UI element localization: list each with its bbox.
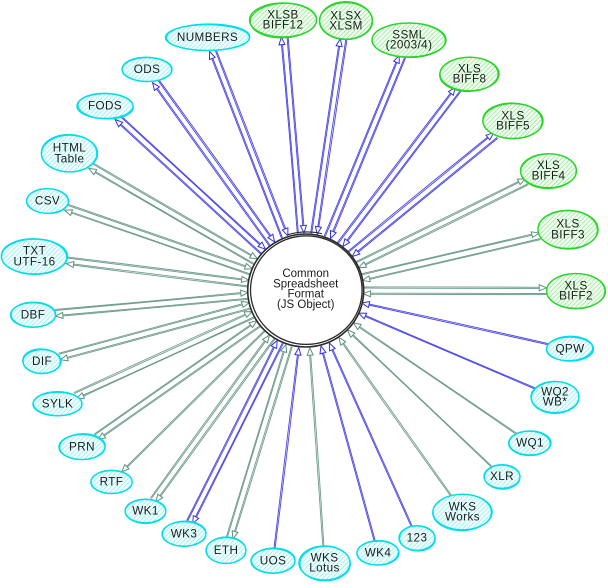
svg-text:Table: Table	[55, 152, 85, 165]
svg-text:XLR: XLR	[490, 470, 514, 483]
svg-text:BIFF2: BIFF2	[559, 290, 593, 303]
svg-text:BIFF8: BIFF8	[453, 73, 487, 86]
svg-text:(JS Object): (JS Object)	[277, 299, 335, 311]
svg-text:ODS: ODS	[134, 63, 161, 76]
svg-text:ETH: ETH	[214, 544, 239, 557]
svg-text:Spreadsheet: Spreadsheet	[273, 278, 339, 290]
svg-text:XLS: XLS	[556, 218, 579, 231]
svg-text:PRN: PRN	[69, 441, 95, 454]
svg-text:DIF: DIF	[32, 355, 52, 368]
svg-text:XLS: XLS	[501, 109, 524, 122]
svg-text:(2003/4): (2003/4)	[386, 39, 433, 52]
svg-text:WK1: WK1	[132, 505, 159, 518]
svg-text:WQ2: WQ2	[541, 385, 569, 398]
svg-text:XLS: XLS	[537, 159, 560, 172]
svg-text:Format: Format	[287, 289, 324, 301]
svg-text:WQ1: WQ1	[516, 437, 544, 450]
svg-text:DBF: DBF	[21, 309, 46, 322]
svg-text:WKS: WKS	[311, 551, 339, 564]
svg-text:SSML: SSML	[392, 28, 426, 41]
svg-text:HTML: HTML	[53, 142, 87, 155]
svg-text:Common: Common	[282, 268, 329, 280]
svg-text:WKS: WKS	[449, 500, 477, 513]
svg-text:XLSM: XLSM	[329, 20, 362, 33]
svg-text:123: 123	[407, 532, 428, 545]
svg-text:BIFF12: BIFF12	[263, 19, 304, 32]
svg-text:BIFF4: BIFF4	[532, 169, 566, 182]
svg-text:XLS: XLS	[458, 62, 481, 75]
svg-text:BIFF3: BIFF3	[551, 228, 585, 241]
svg-text:WK3: WK3	[171, 528, 198, 541]
svg-text:Works: Works	[445, 511, 480, 524]
svg-text:CSV: CSV	[35, 195, 60, 208]
svg-text:XLSB: XLSB	[267, 8, 299, 21]
svg-text:UTF-16: UTF-16	[13, 255, 55, 268]
svg-text:XLS: XLS	[564, 279, 587, 292]
svg-text:XLSX: XLSX	[330, 9, 362, 22]
svg-text:NUMBERS: NUMBERS	[177, 31, 238, 44]
svg-text:FODS: FODS	[88, 100, 122, 113]
svg-text:WB*: WB*	[543, 396, 568, 409]
svg-text:SYLK: SYLK	[42, 398, 74, 411]
svg-text:QPW: QPW	[555, 343, 584, 356]
svg-text:UOS: UOS	[260, 555, 287, 568]
svg-text:BIFF5: BIFF5	[496, 120, 530, 133]
svg-text:TXT: TXT	[23, 245, 46, 258]
svg-text:RTF: RTF	[100, 476, 124, 489]
svg-text:WK4: WK4	[365, 547, 392, 560]
svg-text:Lotus: Lotus	[309, 562, 340, 575]
